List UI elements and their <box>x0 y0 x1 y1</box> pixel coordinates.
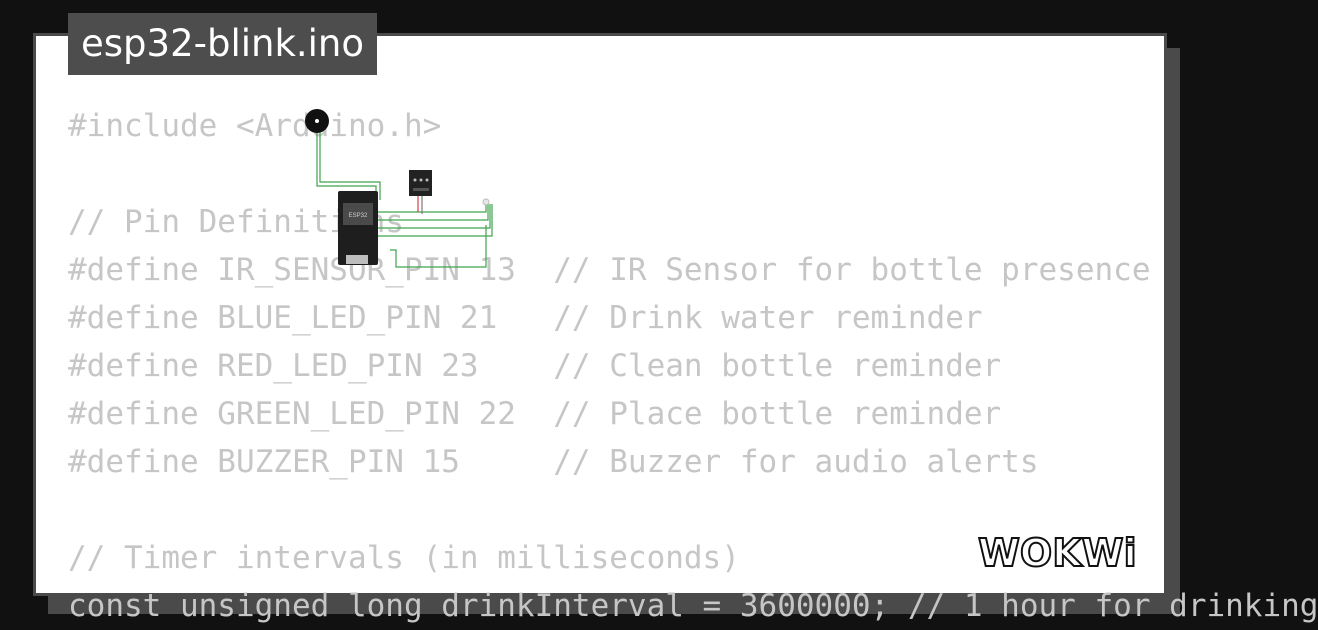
board-chip-label: ESP32 <box>349 213 368 219</box>
code-line: #include <Arduino.h> <box>68 108 442 144</box>
code-line: #define RED_LED_PIN 23 // Clean bottle r… <box>68 348 1002 384</box>
code-line: #define GREEN_LED_PIN 22 // Place bottle… <box>68 396 1002 432</box>
code-line: // Timer intervals (in milliseconds) <box>68 540 740 576</box>
ir-sensor-icon <box>409 170 432 196</box>
wire-led-1 <box>376 204 487 213</box>
wokwi-logo: WOKWi <box>977 530 1138 576</box>
code-line <box>68 150 1318 198</box>
code-line <box>68 486 1318 534</box>
wire-buzzer <box>316 122 377 200</box>
led-icon <box>482 198 490 206</box>
svg-text:WOKWi: WOKWi <box>978 531 1137 575</box>
wire-led-4 <box>376 204 493 237</box>
code-line: #define BLUE_LED_PIN 21 // Drink water r… <box>68 300 983 336</box>
esp32-board-icon: ESP32 <box>338 191 378 265</box>
wire-ground <box>390 225 487 268</box>
code-line: // Pin Definitions <box>68 204 404 240</box>
buzzer-icon <box>305 109 329 133</box>
code-line: #define BUZZER_PIN 15 // Buzzer for audi… <box>68 444 1039 480</box>
wire-led-3 <box>376 204 491 229</box>
code-block: #include <Arduino.h> // Pin Definitions #d… <box>68 102 1318 630</box>
wires <box>316 122 493 268</box>
code-line: const unsigned long drinkInterval = 3600… <box>68 588 1318 624</box>
code-card: #include <Arduino.h> // Pin Definitions #d… <box>33 33 1318 624</box>
circuit-diagram: ESP32 <box>305 109 493 268</box>
wire-buzzer-return <box>319 122 381 200</box>
code-line: #define IR_SENSOR_PIN 13 // IR Sensor fo… <box>68 252 1151 288</box>
wire-led-2 <box>376 204 489 221</box>
file-title-tab: esp32-blink.ino <box>68 13 378 75</box>
preview-canvas: #include <Arduino.h> // Pin Definitions #d… <box>33 13 1318 624</box>
